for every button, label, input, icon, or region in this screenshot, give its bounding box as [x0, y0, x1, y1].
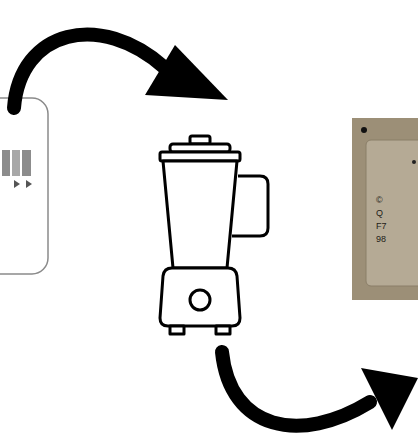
- blender-foot: [216, 326, 230, 334]
- chip-marking: 98: [376, 235, 386, 244]
- bar-icon: [2, 150, 10, 176]
- card-outline: [0, 98, 48, 274]
- bar-icon: [22, 150, 31, 176]
- blender-icon: [160, 136, 268, 334]
- small-arrow: [14, 180, 20, 188]
- chip-dot: [361, 127, 367, 133]
- blender-jar: [163, 161, 237, 268]
- blender-button: [190, 290, 210, 310]
- top-arrow: [14, 35, 228, 108]
- source-card: [0, 98, 48, 274]
- chip-marking: F7: [376, 222, 387, 231]
- blender-base: [160, 268, 240, 326]
- chip-dot: [412, 160, 416, 164]
- arrow-head: [361, 368, 418, 430]
- bottom-arrow: [222, 352, 418, 430]
- chip-marking: ©: [376, 196, 383, 205]
- arrow-shaft: [14, 35, 165, 108]
- small-arrow: [26, 180, 32, 188]
- blender-foot: [170, 326, 184, 334]
- arrow-head: [145, 45, 228, 100]
- blender-handle: [232, 176, 268, 236]
- bar-icon: [12, 150, 20, 176]
- chip-marking: Q: [376, 209, 383, 218]
- chip-label-area: [366, 140, 418, 286]
- arrow-shaft: [222, 352, 370, 426]
- chip-photo: [352, 118, 418, 300]
